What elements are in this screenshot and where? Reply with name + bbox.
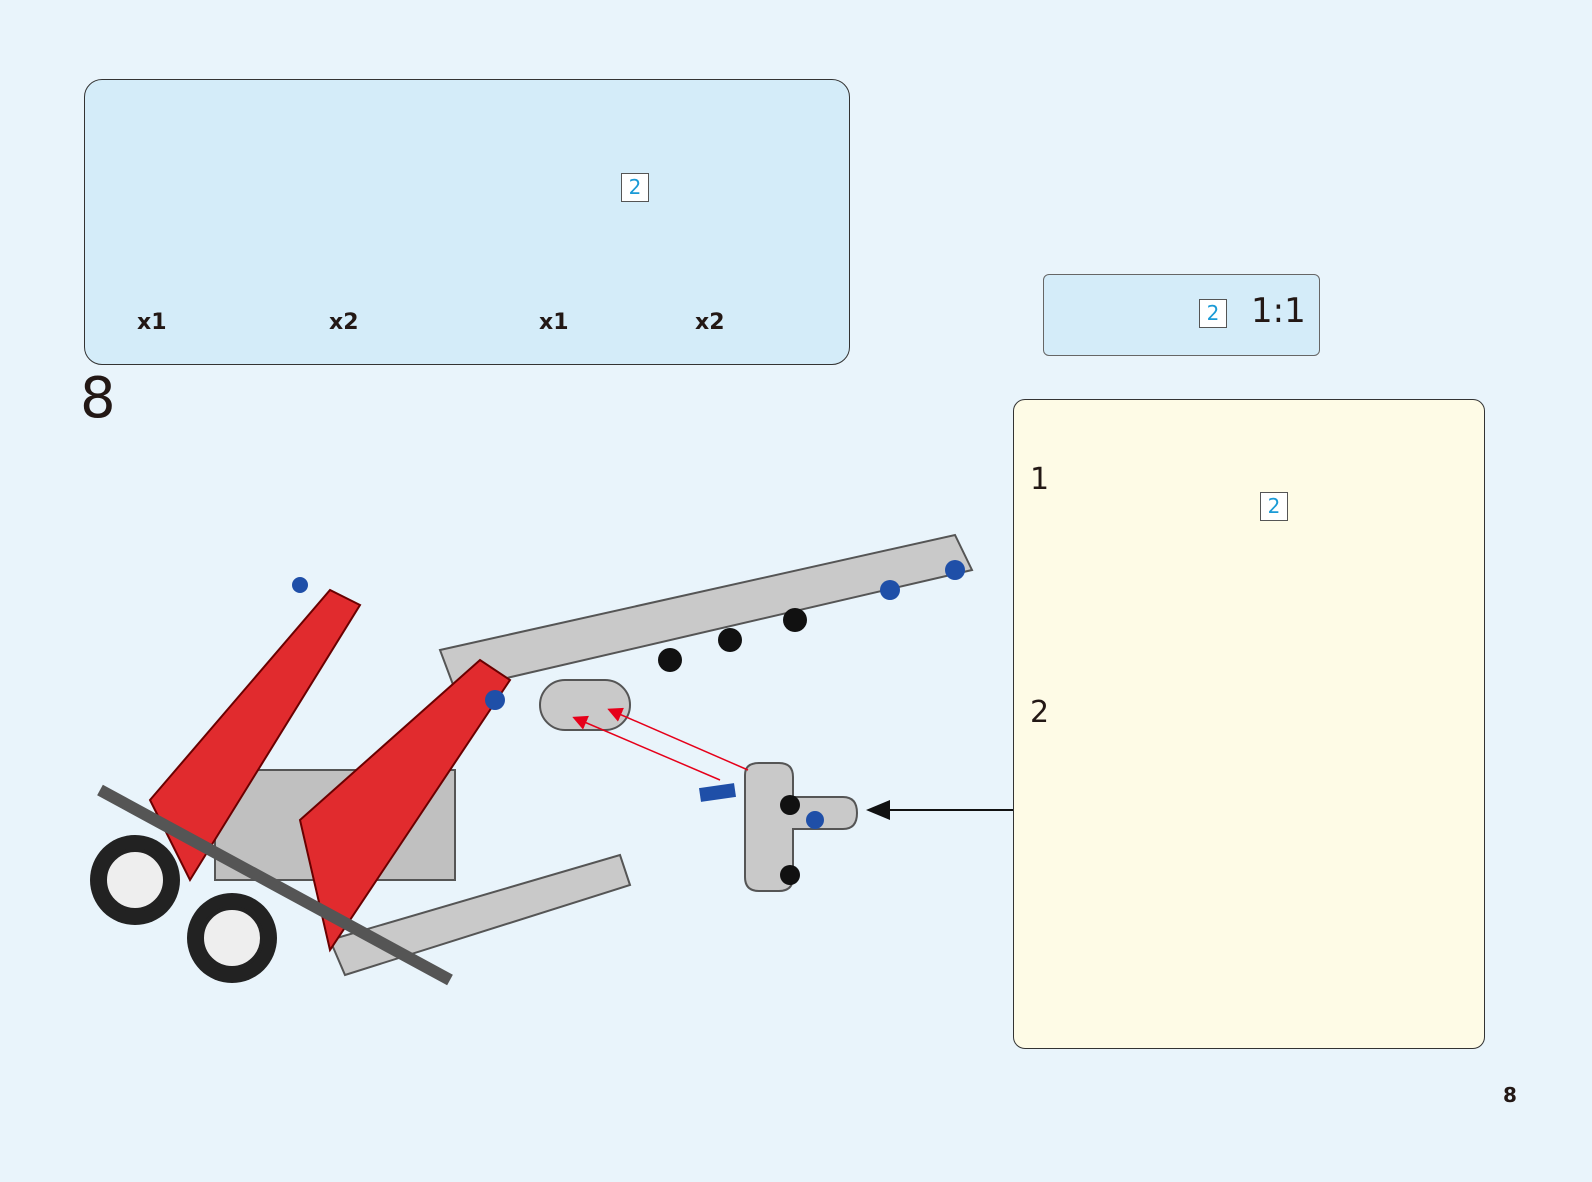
main-model [90, 533, 974, 986]
part-quantity: x1 [137, 310, 167, 335]
page-number: 8 [1503, 1083, 1517, 1107]
step-number: 8 [80, 366, 116, 431]
t-beam-with-pins [699, 762, 859, 892]
length-badge: 2 [621, 173, 649, 202]
substep-number: 1 [1030, 462, 1050, 497]
length-badge: 2 [1260, 492, 1288, 521]
scale-ratio: 1:1 [1251, 291, 1306, 331]
assembly-arrow [572, 715, 721, 781]
substep-number: 2 [1030, 695, 1050, 730]
assembly-arrow [607, 707, 749, 771]
parts-list-panel: x1 x2 x1 x2 2 [84, 79, 850, 365]
scale-reference-panel: 2 1:1 [1043, 274, 1320, 356]
sub-assembly-panel: 1 2 2 [1013, 399, 1485, 1049]
part-quantity: x2 [329, 310, 359, 335]
part-quantity: x2 [695, 310, 725, 335]
part-quantity: x1 [539, 310, 569, 335]
length-badge: 2 [1199, 299, 1227, 328]
